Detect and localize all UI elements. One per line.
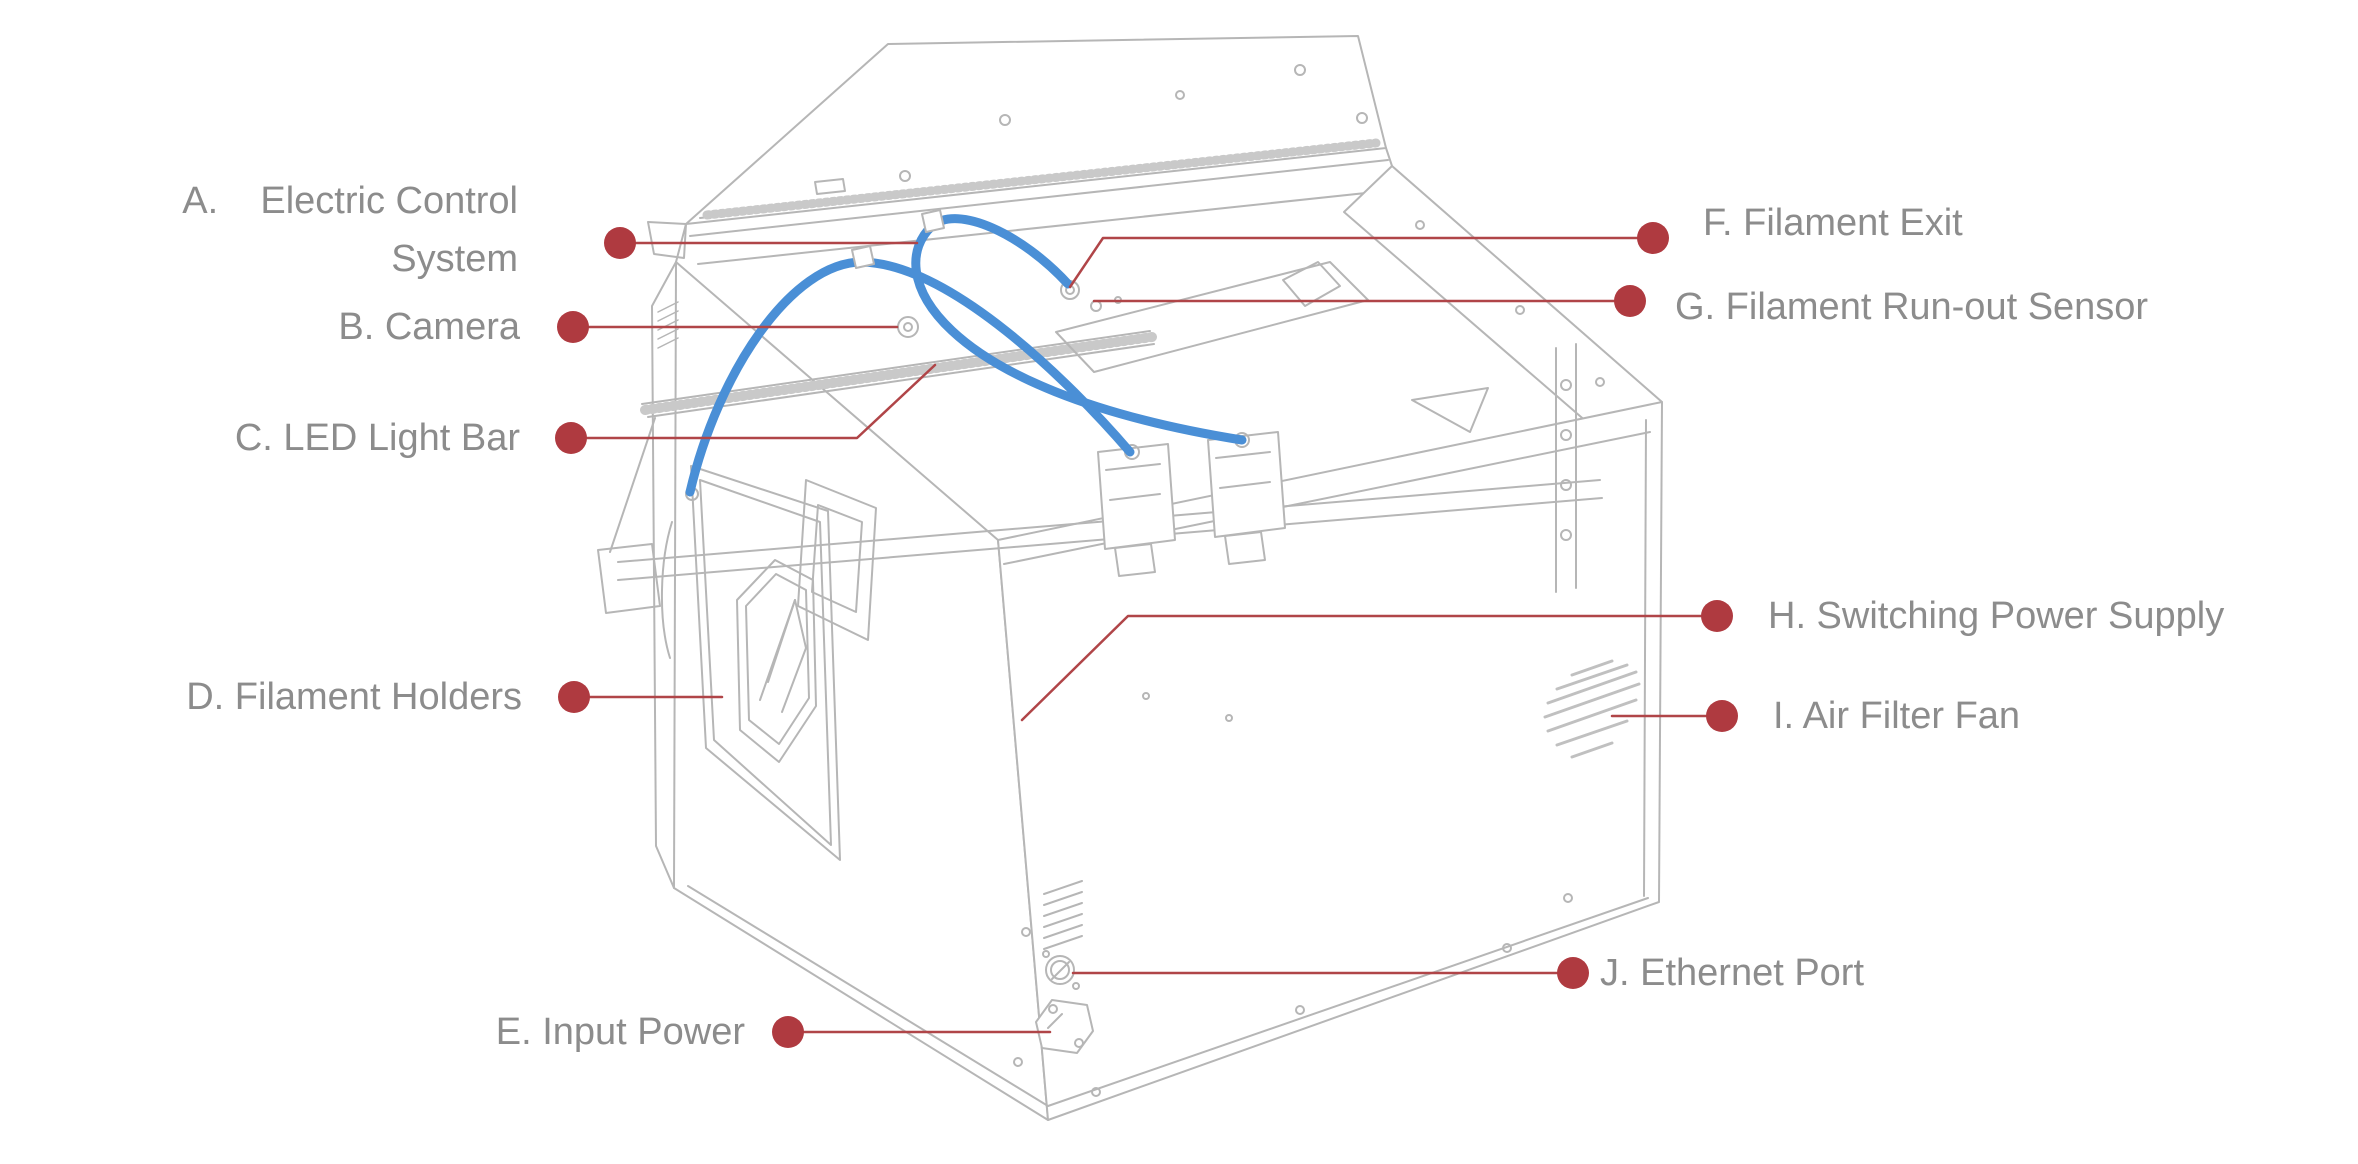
callout-label-i: I. Air Filter Fan: [1773, 695, 2021, 737]
callout-dot-f: [1637, 222, 1669, 254]
ethernet-port: [1042, 950, 1080, 990]
printer-body: [651, 147, 1663, 1121]
callout-dot-j: [1557, 957, 1589, 989]
callout-dot-g: [1614, 285, 1646, 317]
callout-label-e: E. Input Power: [495, 1011, 745, 1053]
printer-lid: [647, 35, 1387, 259]
input-power-socket: [1035, 999, 1094, 1054]
tube-clip-right: [921, 209, 945, 233]
camera: [897, 316, 919, 338]
callout-label-g: G. Filament Run-out Sensor: [1675, 286, 2149, 328]
callout-label-c: C. LED Light Bar: [234, 417, 520, 459]
extruder-carriages: [1097, 431, 1286, 577]
callout-dot-c: [555, 422, 587, 454]
left-vent-grille: [657, 301, 679, 349]
callout-label-d: D. Filament Holders: [186, 676, 522, 718]
callout-dot-b: [557, 311, 589, 343]
filament-exit-assembly: [1055, 261, 1369, 373]
callout-line-f: [1068, 236, 1639, 289]
callout-label-b: B. Camera: [338, 306, 520, 348]
air-filter-fan-grille: [1543, 659, 1641, 759]
callout-dot-a: [604, 227, 636, 259]
filament-tube-right: [911, 214, 1247, 445]
brand-logo: [736, 559, 817, 763]
callout-dot-h: [1701, 600, 1733, 632]
tube-clip-left: [851, 245, 875, 269]
callout-label-j: J. Ethernet Port: [1600, 952, 1865, 994]
callout-label-a: A. Electric Control System: [182, 180, 518, 280]
filament-runout-sensor: [1090, 300, 1102, 312]
callout-dot-i: [1706, 700, 1738, 732]
callout-label-h: H. Switching Power Supply: [1768, 595, 2225, 637]
callout-line-c: [585, 363, 937, 440]
callout-line-h: [1020, 614, 1703, 722]
callout-label-f: F. Filament Exit: [1703, 202, 1963, 244]
lower-vent-grille: [1043, 880, 1083, 950]
callout-dot-e: [772, 1016, 804, 1048]
callout-dot-d: [558, 681, 590, 713]
